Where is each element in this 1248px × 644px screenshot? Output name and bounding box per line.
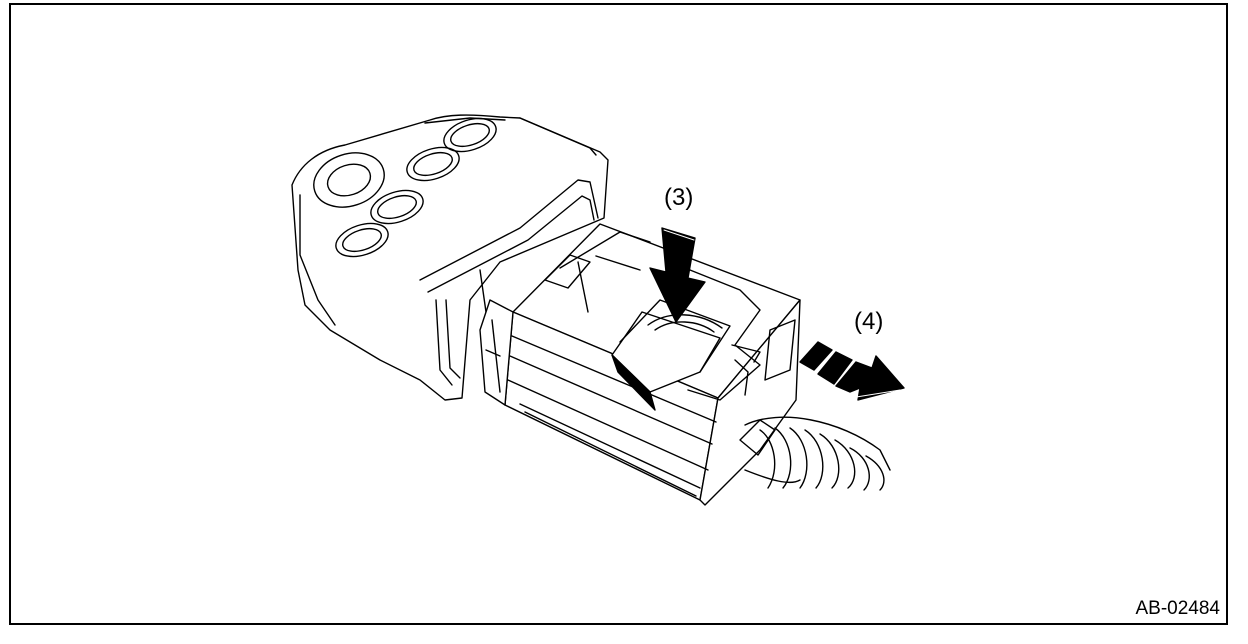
- sensor-bracket: [291, 114, 609, 401]
- callout-3-label: (3): [664, 184, 694, 211]
- callout-4-label: (4): [854, 308, 884, 335]
- wire-harness: [744, 416, 891, 491]
- mounting-hole: [443, 117, 497, 153]
- connector-body: [479, 223, 801, 506]
- mounting-hole: [335, 222, 389, 258]
- figure-id: AB-02484: [1135, 598, 1220, 619]
- mounting-hole-large: [313, 152, 385, 208]
- mounting-hole: [406, 146, 460, 182]
- mounting-hole: [370, 189, 424, 225]
- pull-out-arrow: [799, 341, 905, 401]
- press-arrow: [649, 227, 706, 323]
